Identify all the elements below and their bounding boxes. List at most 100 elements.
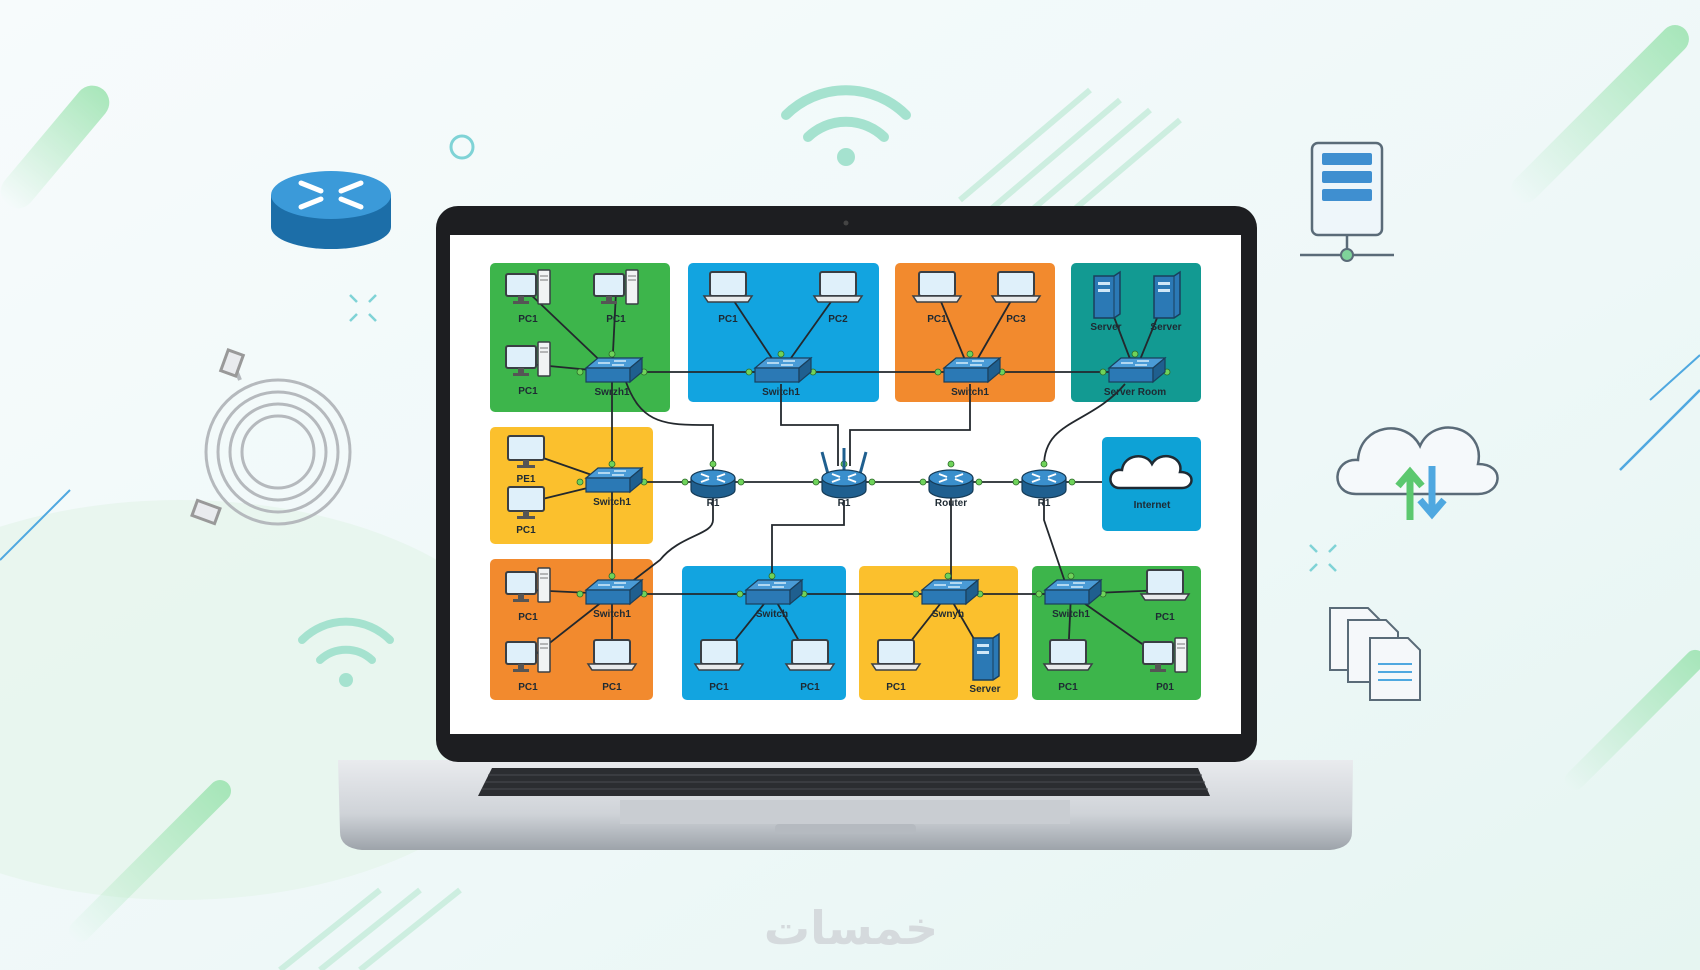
wifi-icon bbox=[781, 85, 911, 166]
router-icon[interactable] bbox=[1021, 469, 1067, 499]
port-dot bbox=[608, 460, 616, 468]
port-dot bbox=[736, 590, 744, 598]
switch-label: Switch1 bbox=[1052, 609, 1090, 620]
device-label: Server bbox=[1150, 322, 1181, 333]
switch-icon[interactable] bbox=[745, 579, 803, 605]
port-dot bbox=[975, 478, 983, 486]
port-dot bbox=[709, 460, 717, 468]
laptop-icon[interactable] bbox=[587, 639, 637, 671]
link-cable bbox=[1043, 383, 1126, 467]
switch-icon[interactable] bbox=[943, 357, 1001, 383]
router-icon[interactable] bbox=[690, 469, 736, 499]
device-label: PC1 bbox=[927, 314, 947, 325]
link-cable bbox=[780, 384, 839, 466]
device-label: PC1 bbox=[1155, 612, 1175, 623]
decorative-stripes bbox=[0, 25, 1700, 970]
port-dot bbox=[912, 590, 920, 598]
link-cable bbox=[849, 384, 971, 466]
port-dot bbox=[576, 478, 584, 486]
switch-icon[interactable] bbox=[585, 467, 643, 493]
device-label: PC1 bbox=[1058, 682, 1078, 693]
device-label: PE1 bbox=[517, 474, 536, 485]
device-label: PC1 bbox=[518, 682, 538, 693]
router-icon[interactable] bbox=[928, 469, 974, 499]
switch-label: Switch bbox=[756, 609, 788, 620]
port-dot bbox=[919, 478, 927, 486]
laptop-icon[interactable] bbox=[1140, 569, 1190, 601]
port-dot bbox=[934, 368, 942, 376]
server-icon[interactable] bbox=[1093, 271, 1121, 319]
port-dot bbox=[681, 478, 689, 486]
laptop-icon[interactable] bbox=[813, 271, 863, 303]
link-cable bbox=[625, 381, 714, 470]
laptop-icon[interactable] bbox=[991, 271, 1041, 303]
laptop-icon[interactable] bbox=[1043, 639, 1093, 671]
switch-label: Switch1 bbox=[762, 387, 800, 398]
switch-label: Switch1 bbox=[593, 609, 631, 620]
cloud-sync-icon bbox=[1336, 426, 1499, 520]
switch-icon[interactable] bbox=[1044, 579, 1102, 605]
device-label: PC1 bbox=[602, 682, 622, 693]
port-dot bbox=[608, 572, 616, 580]
switch-icon[interactable] bbox=[921, 579, 979, 605]
port-dot bbox=[777, 350, 785, 358]
port-dot bbox=[1040, 460, 1048, 468]
trackpad bbox=[620, 800, 1070, 824]
laptop-icon[interactable] bbox=[703, 271, 753, 303]
device-label: P01 bbox=[1156, 682, 1174, 693]
router-icon bbox=[271, 171, 391, 249]
port-dot bbox=[947, 460, 955, 468]
laptop-icon[interactable] bbox=[871, 639, 921, 671]
server-icon[interactable] bbox=[1153, 271, 1181, 319]
switch-icon[interactable] bbox=[1108, 357, 1166, 383]
laptop-icon[interactable] bbox=[694, 639, 744, 671]
switch-label: Switch1 bbox=[593, 497, 631, 508]
laptop-icon[interactable] bbox=[785, 639, 835, 671]
device-label: PC2 bbox=[828, 314, 848, 325]
device-label: PC1 bbox=[516, 525, 536, 536]
switch-label: Server Room bbox=[1104, 387, 1166, 398]
wifi-icon bbox=[298, 617, 394, 687]
port-dot bbox=[1099, 368, 1107, 376]
device-label: PC1 bbox=[518, 314, 538, 325]
router-label: R1 bbox=[838, 498, 851, 509]
port-dot bbox=[1012, 478, 1020, 486]
server-icon bbox=[1300, 141, 1394, 262]
port-dot bbox=[966, 350, 974, 358]
switch-icon[interactable] bbox=[754, 357, 812, 383]
webcam bbox=[843, 220, 849, 226]
device-label: PC1 bbox=[518, 386, 538, 397]
router-label: Router bbox=[935, 498, 967, 509]
wireless-router-icon[interactable] bbox=[821, 469, 867, 499]
port-dot bbox=[745, 368, 753, 376]
device-label: Server bbox=[969, 684, 1000, 695]
port-dot bbox=[944, 572, 952, 580]
router-label: R1 bbox=[707, 498, 720, 509]
switch-icon[interactable] bbox=[585, 579, 643, 605]
ring-decoration bbox=[449, 134, 475, 160]
switch-icon[interactable] bbox=[585, 357, 643, 383]
router-label: R1 bbox=[1038, 498, 1051, 509]
device-label: PC1 bbox=[709, 682, 729, 693]
port-dot bbox=[1035, 590, 1043, 598]
device-label: PC1 bbox=[718, 314, 738, 325]
laptop-icon[interactable] bbox=[912, 271, 962, 303]
server-icon[interactable] bbox=[972, 633, 1000, 681]
port-dot bbox=[737, 478, 745, 486]
khamsat-logo: خمسات bbox=[764, 901, 938, 955]
port-dot bbox=[1067, 572, 1075, 580]
cable-coil-icon bbox=[190, 348, 352, 526]
switch-label: Swrzh1 bbox=[594, 387, 629, 398]
device-label: PC3 bbox=[1006, 314, 1026, 325]
